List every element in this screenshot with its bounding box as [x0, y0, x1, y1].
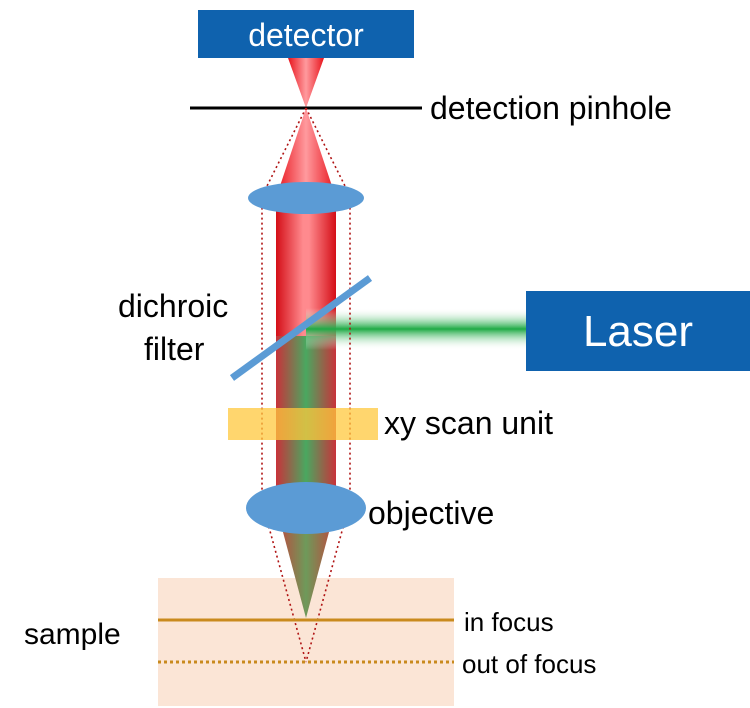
in-focus-label: in focus [464, 607, 554, 637]
out-of-focus-ray-right [305, 107, 351, 663]
objective-label: objective [368, 495, 494, 531]
dichroic-label-line1: dichroic [118, 288, 228, 324]
detector-label: detector [248, 17, 364, 53]
laser-label: Laser [583, 307, 693, 356]
out-of-focus-ray-left [261, 107, 307, 663]
sample-label: sample [24, 618, 121, 651]
xy-scan-unit-label: xy scan unit [384, 405, 553, 441]
tube-lens [248, 182, 364, 214]
laser-box [526, 291, 750, 371]
focus-cone [276, 506, 336, 618]
detector-box [198, 10, 414, 58]
detection-pinhole-label: detection pinhole [430, 90, 672, 126]
dichroic-mirror [229, 275, 373, 381]
detector-cone [288, 58, 324, 108]
laser-beam [306, 308, 528, 350]
out-of-focus-label: out of focus [462, 649, 596, 679]
objective-lens [246, 482, 366, 534]
xy-scan-unit [228, 408, 378, 440]
pinhole-to-lens-cone [276, 108, 336, 198]
dichroic-label-line2: filter [144, 331, 205, 367]
